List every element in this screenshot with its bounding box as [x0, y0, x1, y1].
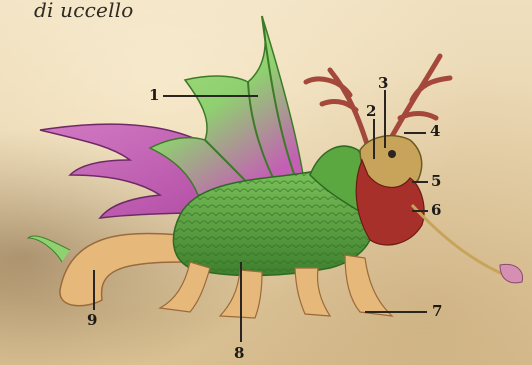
dragon-tail	[60, 234, 185, 306]
callout-label-8: 8	[234, 346, 244, 361]
callout-leader-8	[240, 262, 242, 342]
callout-label-1: 1	[149, 88, 159, 103]
callout-label-2: 2	[366, 104, 376, 119]
callout-label-9: 9	[87, 313, 97, 328]
callout-label-3: 3	[378, 76, 388, 91]
callout-leader-1	[163, 95, 258, 97]
callout-leader-3	[384, 90, 386, 148]
callout-label-7: 7	[432, 304, 442, 319]
callout-label-6: 6	[431, 203, 441, 218]
callout-leader-4	[404, 132, 426, 134]
dragon-leg-front	[345, 255, 392, 316]
callout-leader-2	[373, 119, 375, 159]
dragon-whisker	[412, 205, 505, 275]
dragon-leg-back	[160, 262, 210, 312]
callout-leader-5	[412, 181, 428, 183]
callout-label-4: 4	[430, 124, 440, 139]
callout-leader-7	[365, 311, 427, 313]
callout-leader-6	[412, 210, 428, 212]
callout-label-5: 5	[431, 174, 441, 189]
callout-leader-9	[93, 270, 95, 310]
